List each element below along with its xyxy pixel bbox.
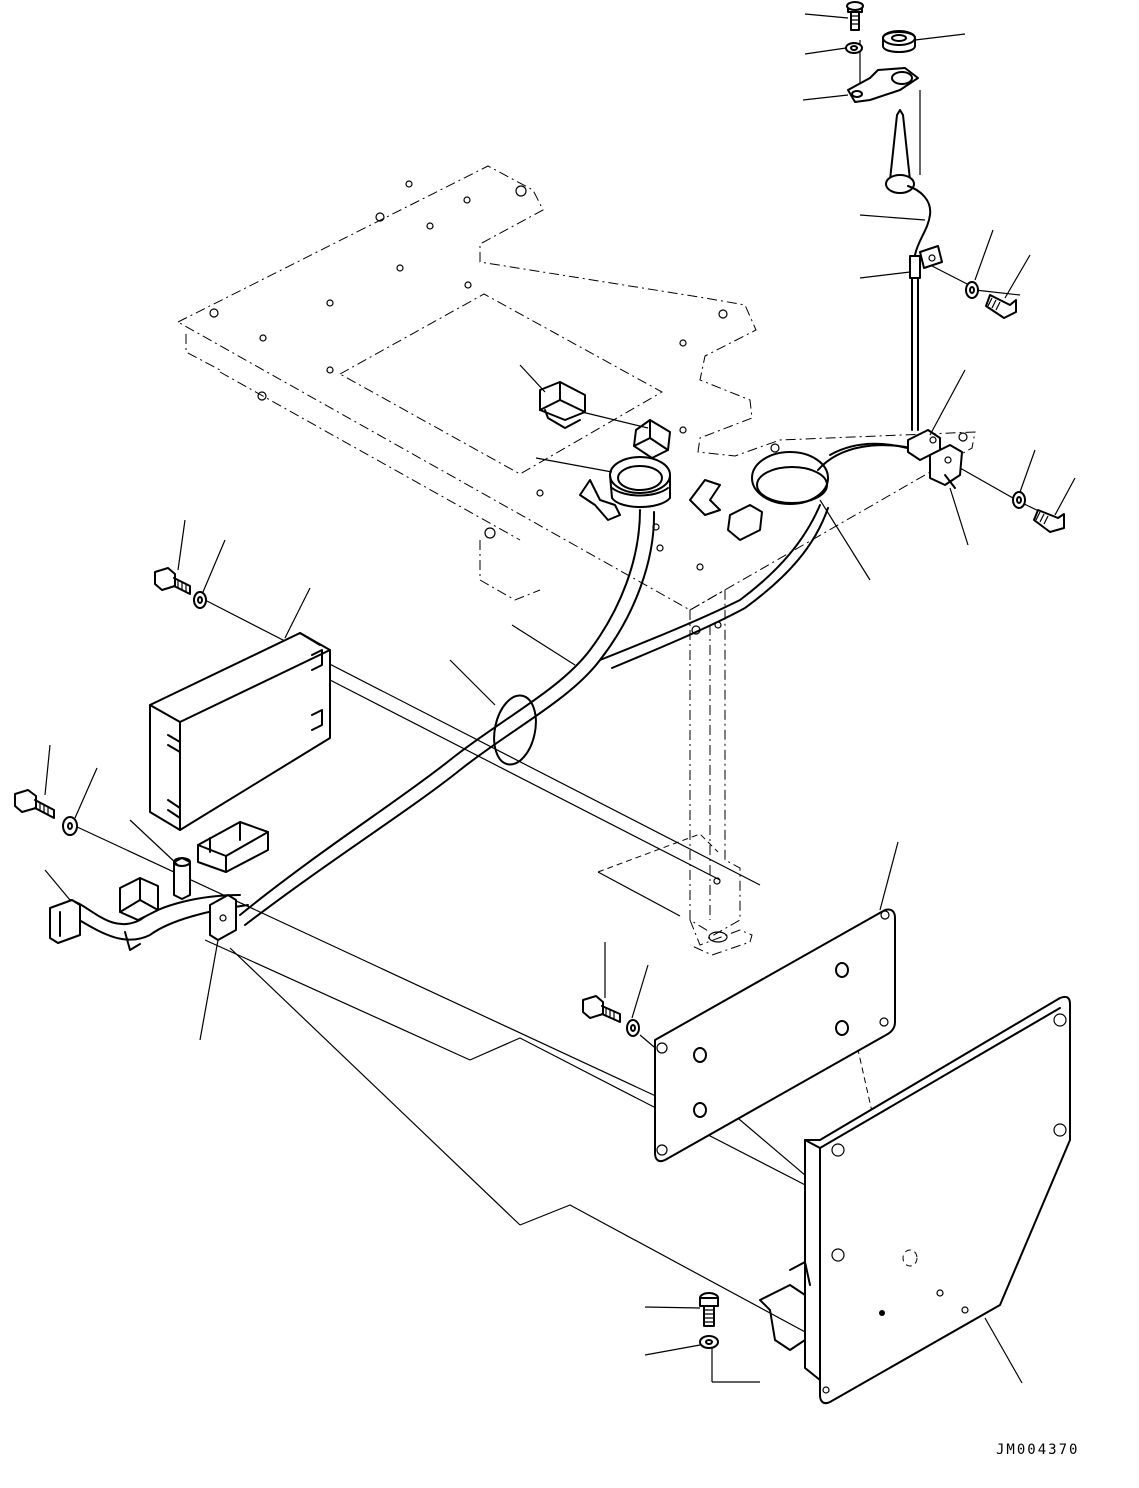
washer-controller xyxy=(193,591,207,609)
antenna xyxy=(885,109,943,431)
controller-box xyxy=(149,632,331,831)
bolt-antenna xyxy=(985,294,1017,319)
bolt-controller xyxy=(154,567,191,595)
drawing-code: JM004370 xyxy=(996,1442,1080,1458)
bolt-top xyxy=(846,1,864,31)
grommet xyxy=(579,456,763,541)
mounting-plate xyxy=(654,908,896,1163)
support-post xyxy=(689,589,753,956)
bolt-plate xyxy=(582,995,621,1023)
mount-bracket xyxy=(907,429,963,489)
relay-holder xyxy=(119,877,159,951)
loop-clamp-upper xyxy=(751,451,829,505)
bolt-left xyxy=(14,789,55,819)
washer-antenna xyxy=(965,281,979,299)
floor-plate xyxy=(176,165,976,611)
assembly-lines xyxy=(74,40,1046,1383)
antenna-bracket xyxy=(847,30,919,103)
end-connector xyxy=(49,899,81,944)
connector-plug xyxy=(633,419,671,459)
bolt-right xyxy=(1033,509,1065,533)
bolt-bottom xyxy=(699,1292,719,1327)
washer-top xyxy=(845,42,863,54)
washer-bottom xyxy=(699,1335,719,1349)
fuse xyxy=(173,857,191,900)
connector-block xyxy=(197,821,269,873)
cable-tie-ring xyxy=(493,694,537,766)
harness-clamp xyxy=(209,894,237,941)
washer-plate xyxy=(626,1019,640,1037)
relay xyxy=(539,381,586,429)
washer-left xyxy=(62,816,78,836)
cover-panel xyxy=(759,995,1071,1405)
washer-right xyxy=(1012,491,1026,509)
callout-leaders xyxy=(44,13,1076,1384)
